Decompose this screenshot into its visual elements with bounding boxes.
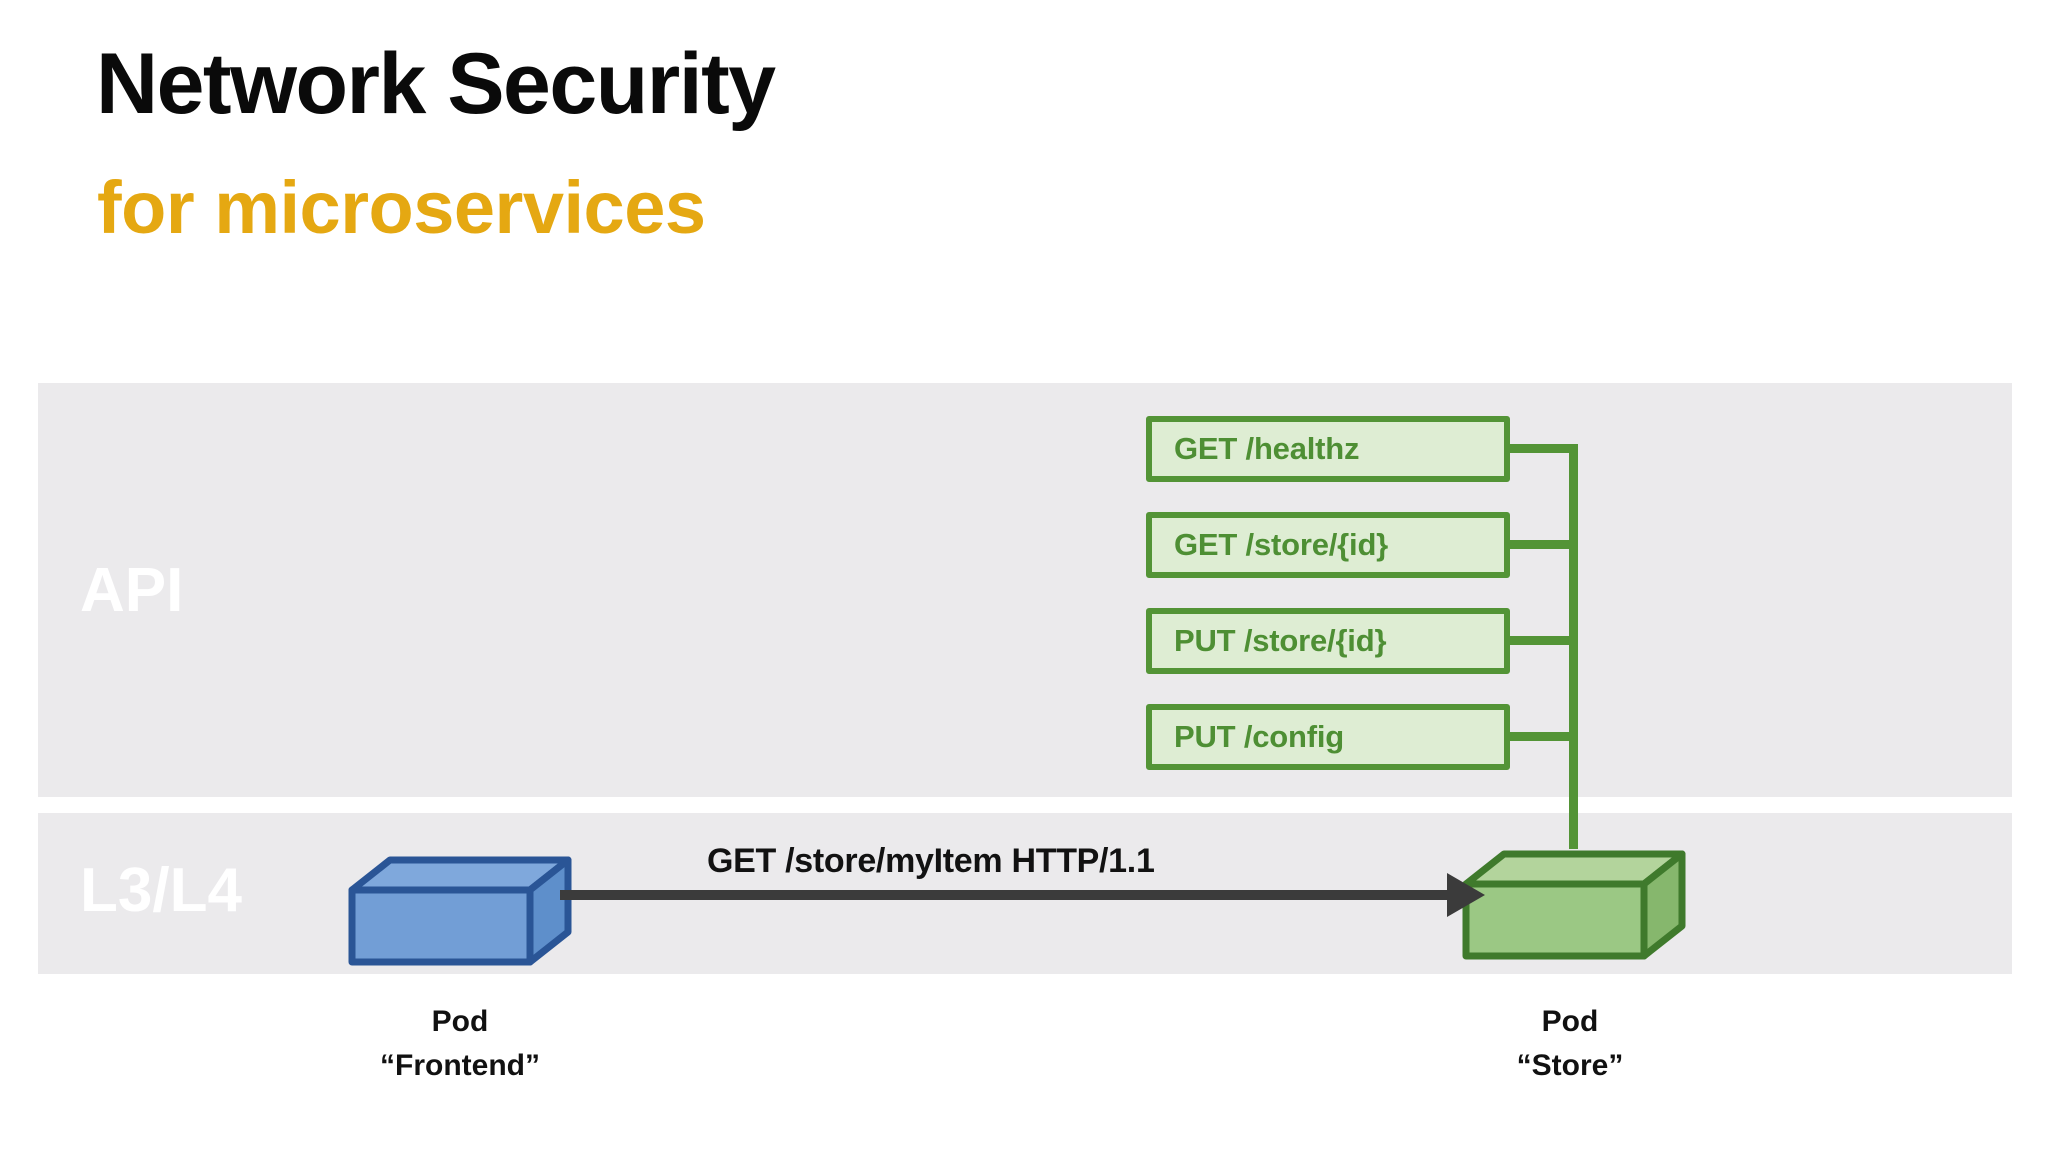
request-label: GET /store/myItem HTTP/1.1 [707, 842, 1155, 880]
api-endpoint-label: PUT /store/{id} [1174, 623, 1387, 658]
api-endpoint-box-put-config[interactable]: PUT /config [1146, 704, 1510, 770]
pod-caption-frontend: Pod “Frontend” [310, 1000, 610, 1087]
layer-label-api: API [80, 556, 184, 625]
page-subtitle: for microservices [97, 166, 706, 249]
connector-line-put-store-id [1510, 636, 1578, 645]
api-endpoint-box-get-store-id[interactable]: GET /store/{id} [1146, 512, 1510, 578]
connector-line-healthz [1510, 444, 1578, 453]
api-endpoint-label: PUT /config [1174, 719, 1345, 754]
pod-kind-label: Pod [1541, 1005, 1599, 1038]
pod-kind-label: Pod [431, 1005, 489, 1038]
pod-name-label: “Store” [1516, 1048, 1624, 1082]
pod-name-label: “Frontend” [380, 1048, 540, 1082]
layer-band-api [38, 383, 2012, 797]
pod-box-frontend[interactable] [348, 856, 572, 966]
pod-caption-store: Pod “Store” [1420, 1000, 1720, 1087]
connector-line-put-config [1510, 732, 1578, 741]
request-arrow-line [560, 890, 1455, 900]
pod-box-store[interactable] [1462, 850, 1686, 960]
api-endpoint-box-healthz[interactable]: GET /healthz [1146, 416, 1510, 482]
layer-label-l3l4: L3/L4 [80, 856, 242, 925]
connector-line-get-store-id [1510, 540, 1578, 549]
connector-bus-vertical [1569, 444, 1578, 849]
api-endpoint-box-put-store-id[interactable]: PUT /store/{id} [1146, 608, 1510, 674]
api-endpoint-label: GET /store/{id} [1174, 527, 1389, 562]
api-endpoint-label: GET /healthz [1174, 431, 1360, 466]
request-arrow-head-icon [1447, 873, 1485, 917]
page-title: Network Security [96, 36, 776, 132]
